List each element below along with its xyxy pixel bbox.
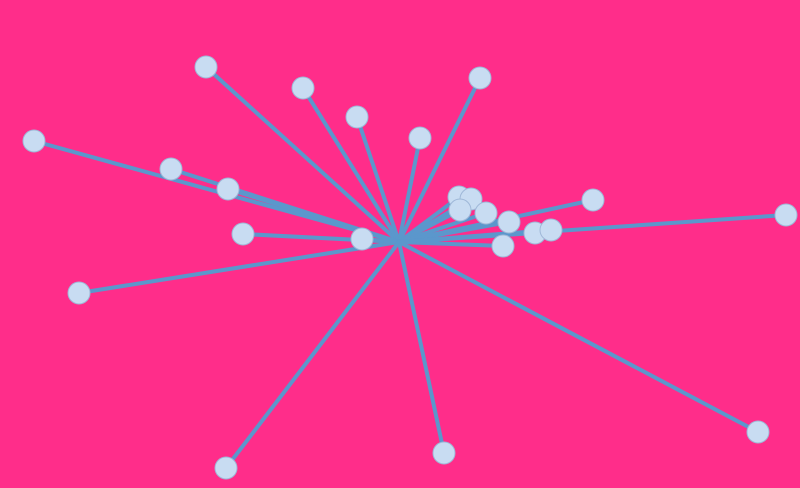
edge-hub-to-leaf-5 bbox=[397, 136, 422, 244]
node-leaf-17 bbox=[581, 188, 605, 212]
node-leaf-3 bbox=[345, 105, 369, 129]
edge-hub-to-leaf-3 bbox=[355, 115, 401, 244]
node-leaf-10 bbox=[67, 281, 91, 305]
node-leaf-22 bbox=[746, 420, 770, 444]
node-leaf-2 bbox=[291, 76, 315, 100]
edge-hub-to-leaf-22 bbox=[397, 240, 760, 434]
edge-hub-to-leaf-10 bbox=[77, 240, 401, 295]
edge-hub-to-leaf-24 bbox=[397, 240, 446, 455]
node-leaf-7 bbox=[159, 157, 183, 181]
node-leaf-4 bbox=[468, 66, 492, 90]
node-leaf-19 bbox=[539, 218, 563, 242]
edge-layer bbox=[32, 65, 788, 470]
node-leaf-6 bbox=[22, 129, 46, 153]
node-leaf-20 bbox=[491, 234, 515, 258]
node-leaf-23 bbox=[214, 456, 238, 480]
edge-hub-to-leaf-21 bbox=[397, 213, 788, 244]
node-leaf-1 bbox=[194, 55, 218, 79]
node-leaf-5 bbox=[408, 126, 432, 150]
node-leaf-24 bbox=[432, 441, 456, 465]
edge-hub-to-leaf-2 bbox=[301, 86, 401, 244]
edge-hub-to-leaf-1 bbox=[204, 65, 401, 244]
edge-hub-to-leaf-17 bbox=[397, 198, 595, 244]
node-leaf-16 bbox=[497, 210, 521, 234]
node-layer bbox=[22, 55, 798, 480]
node-leaf-11 bbox=[350, 227, 374, 251]
node-leaf-14 bbox=[448, 198, 472, 222]
edge-hub-to-leaf-4 bbox=[397, 76, 482, 244]
node-leaf-21 bbox=[774, 203, 798, 227]
edge-hub-to-leaf-23 bbox=[224, 240, 401, 470]
node-leaf-15 bbox=[474, 201, 498, 225]
node-leaf-9 bbox=[231, 222, 255, 246]
node-leaf-8 bbox=[216, 177, 240, 201]
